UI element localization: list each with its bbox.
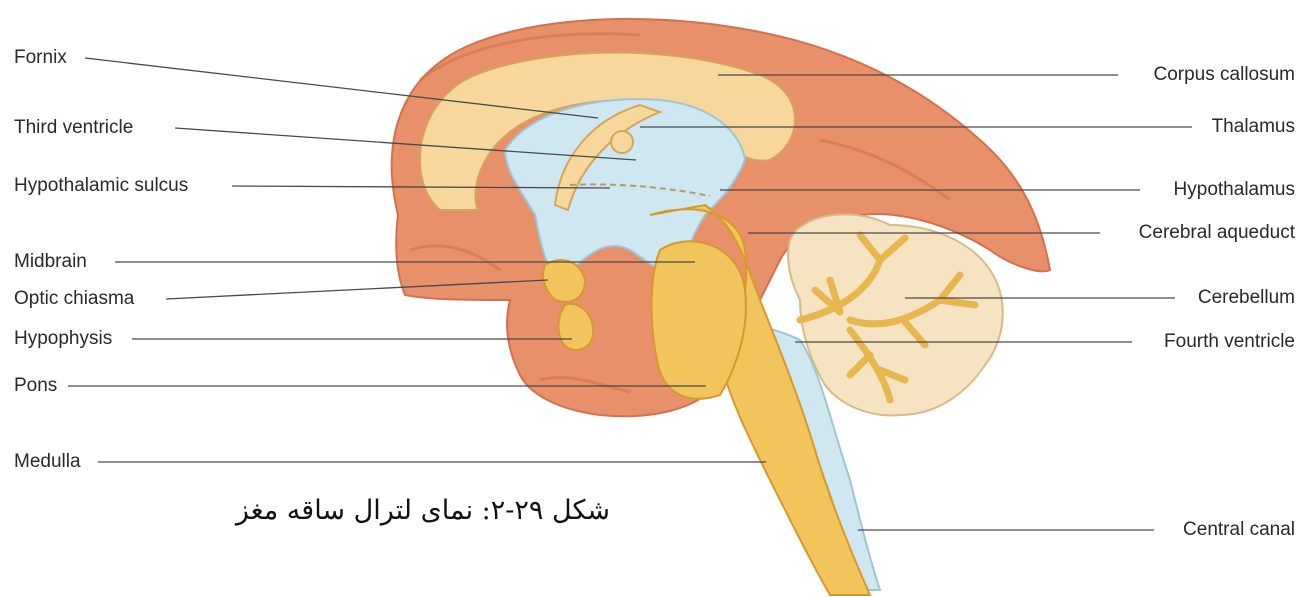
label-fornix: Fornix xyxy=(14,47,67,69)
thalamic-adhesion xyxy=(611,131,633,153)
figure-caption: شکل ۲۹-۲: نمای لترال ساقه مغز xyxy=(190,495,610,526)
label-cerebellum: Cerebellum xyxy=(1198,287,1295,309)
label-pons: Pons xyxy=(14,375,57,397)
label-cerebral-aqueduct: Cerebral aqueduct xyxy=(1139,222,1295,244)
label-third-ventricle: Third ventricle xyxy=(14,117,133,139)
label-thalamus: Thalamus xyxy=(1212,116,1295,138)
label-medulla: Medulla xyxy=(14,451,81,473)
label-hypothalamus: Hypothalamus xyxy=(1174,179,1295,201)
label-hypophysis: Hypophysis xyxy=(14,328,112,350)
label-fourth-ventricle: Fourth ventricle xyxy=(1164,331,1295,353)
label-optic-chiasma: Optic chiasma xyxy=(14,288,134,310)
label-midbrain: Midbrain xyxy=(14,251,87,273)
label-central-canal: Central canal xyxy=(1183,519,1295,541)
label-hypothalamic-sulcus: Hypothalamic sulcus xyxy=(14,175,188,197)
label-corpus-callosum: Corpus callosum xyxy=(1154,64,1296,86)
